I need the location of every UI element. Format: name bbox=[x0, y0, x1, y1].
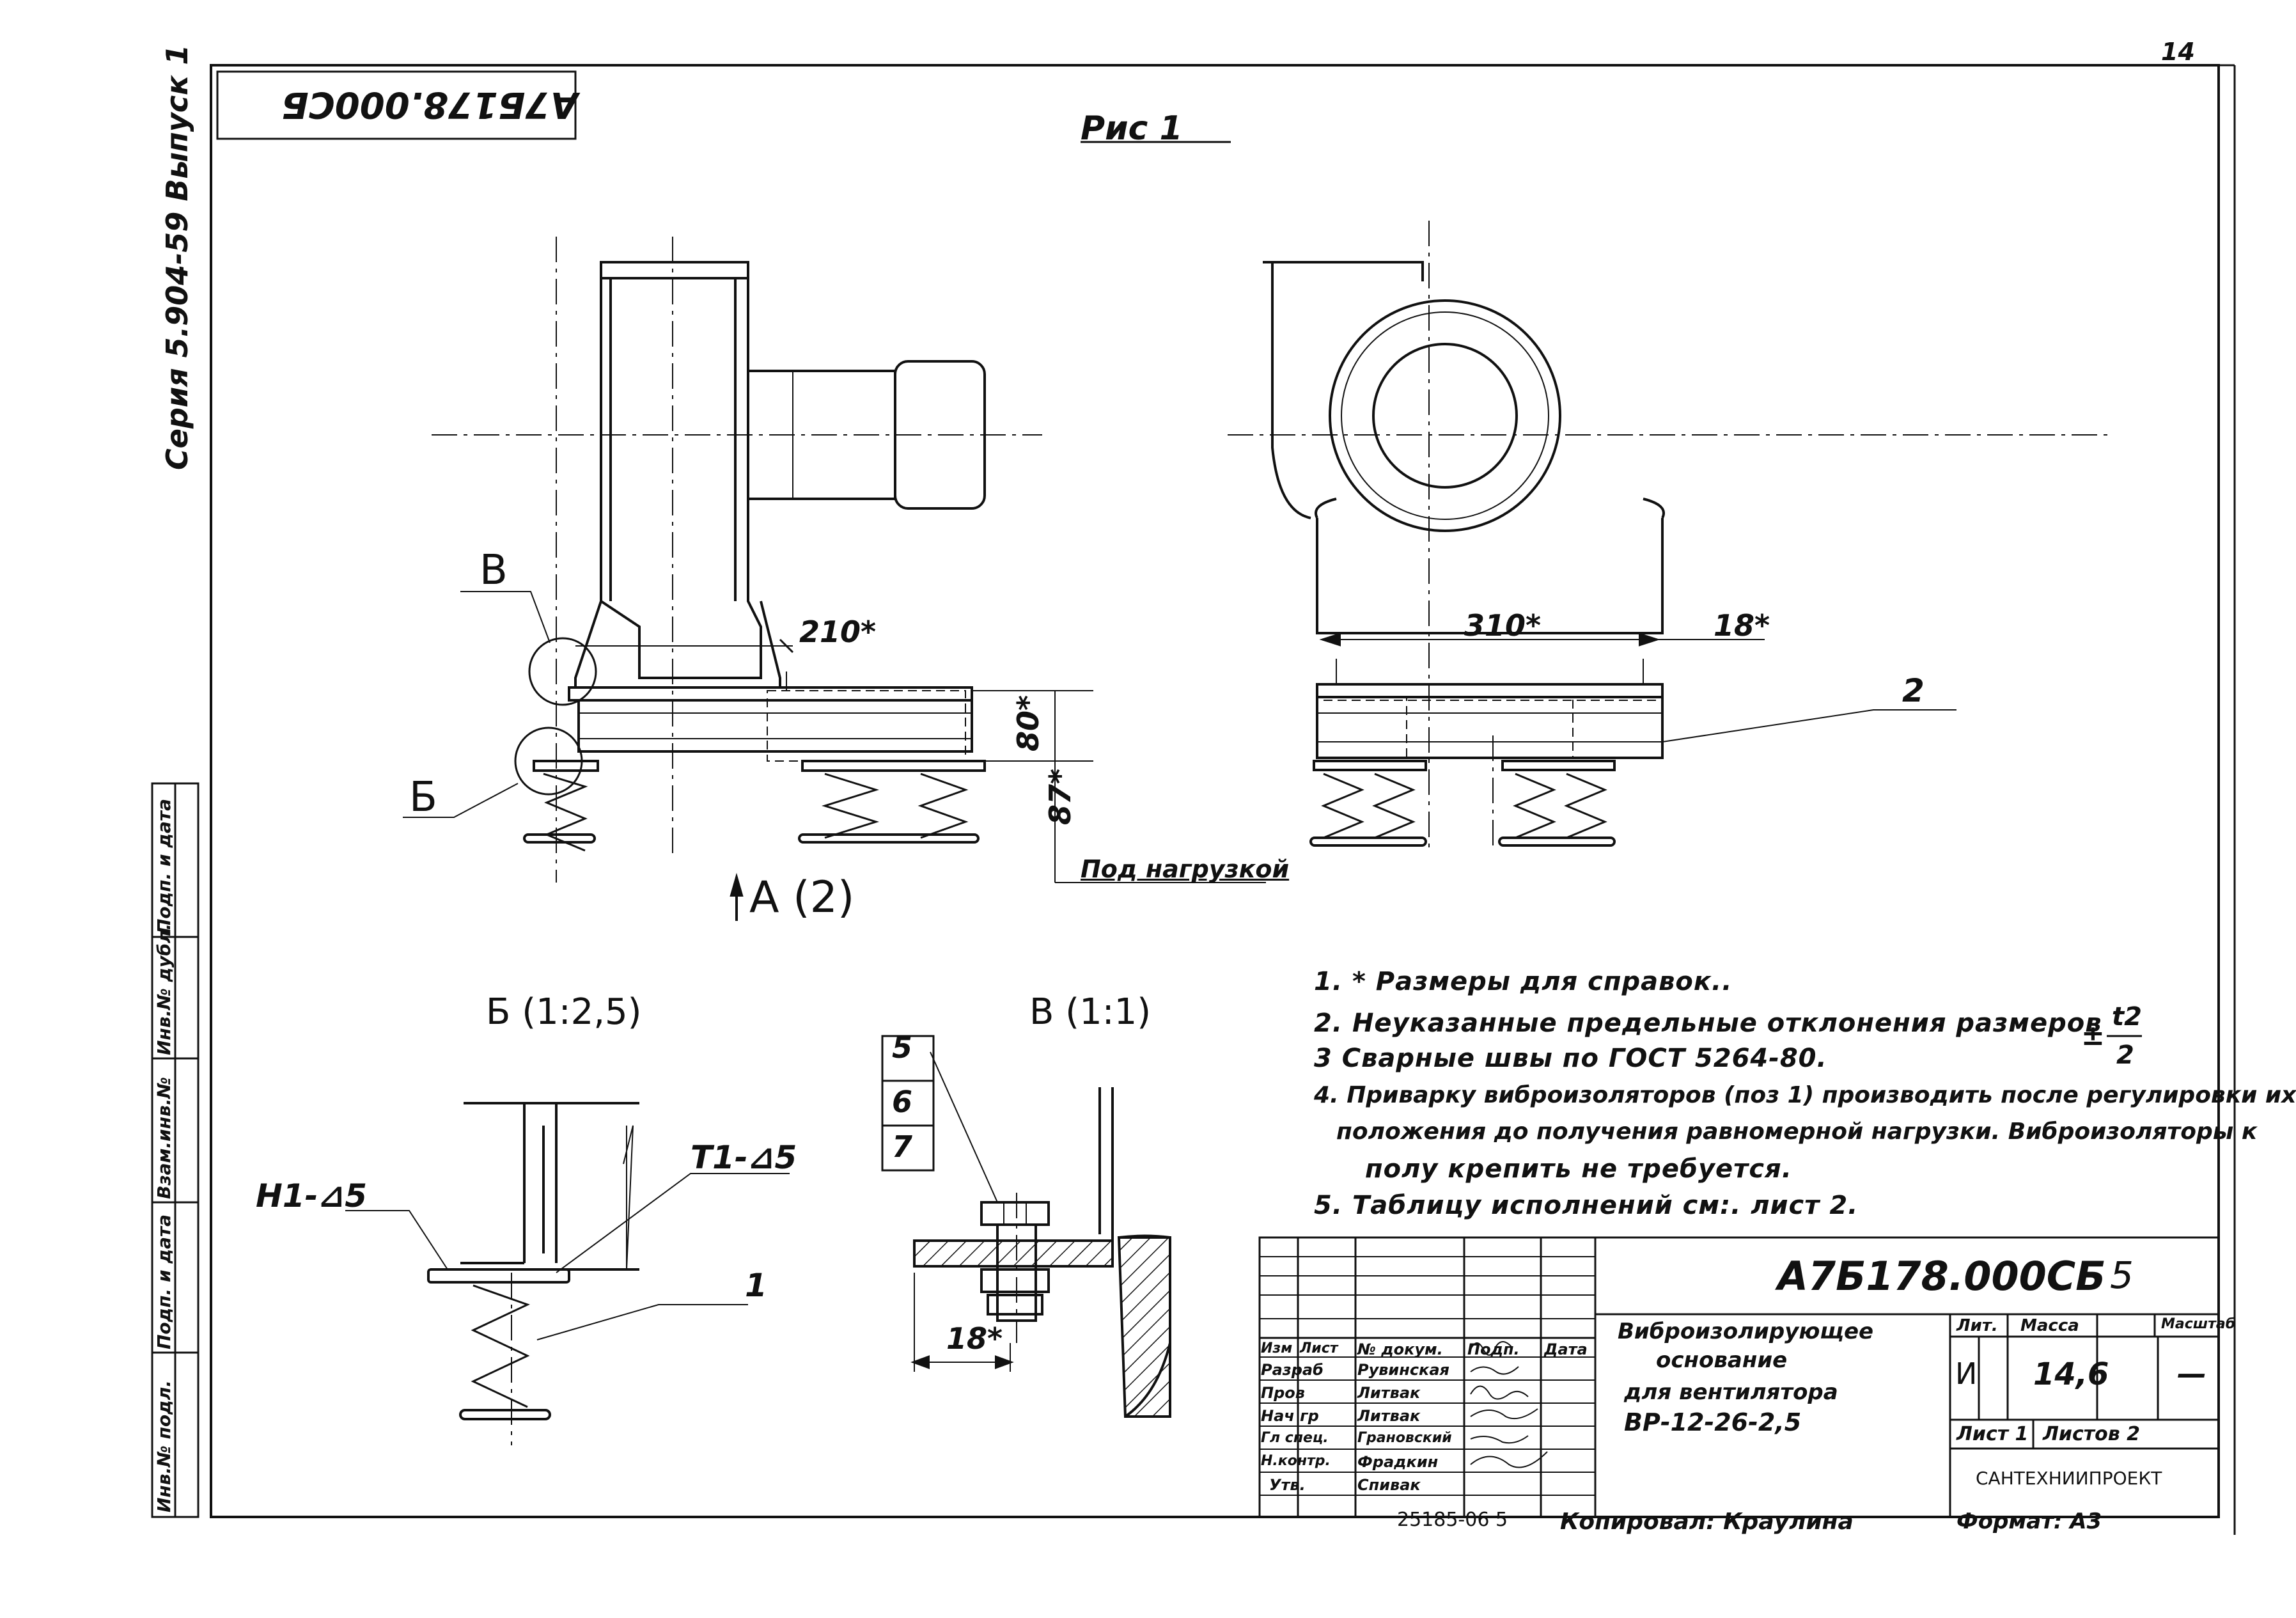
dim-80: 80* bbox=[1011, 695, 1045, 751]
tolerance-denominator: 2 bbox=[2116, 1041, 2134, 1070]
tb-scale-value: — bbox=[2177, 1356, 2206, 1391]
tb-person: Фрадкин bbox=[1357, 1453, 1439, 1471]
series-side-text: Серия 5.904-59 Выпуск 1 bbox=[160, 44, 194, 470]
tb-hdr-mass: Масса bbox=[2020, 1316, 2079, 1335]
title-block bbox=[1258, 1236, 2220, 1518]
tb-col-date: Дата bbox=[1544, 1340, 1588, 1358]
note-line: 1. * Размеры для справок.. bbox=[1314, 967, 1733, 996]
figure-title: Рис 1 bbox=[1081, 109, 1183, 148]
tb-role: Гл спец. bbox=[1261, 1430, 1329, 1446]
tb-person: Рувинская bbox=[1357, 1361, 1449, 1379]
tb-role: Пров bbox=[1261, 1384, 1305, 1402]
dim-18-top: 18* bbox=[1714, 608, 1770, 643]
tb-mass-value: 14,6 bbox=[2033, 1356, 2109, 1392]
note-line: 4. Приварку виброизоляторов (поз 1) прои… bbox=[1314, 1082, 2296, 1108]
stamp-box bbox=[216, 70, 577, 140]
footer-number: 25185-06 5 bbox=[1397, 1509, 1508, 1531]
tb-person: Грановский bbox=[1357, 1430, 1452, 1446]
tb-lit-value: И bbox=[1955, 1356, 1978, 1391]
tb-name-line: Виброизолирующее bbox=[1618, 1319, 1874, 1344]
tb-name-line: для вентилятора bbox=[1624, 1379, 1838, 1405]
note-line: положения до получения равномерной нагру… bbox=[1336, 1119, 2258, 1145]
side-strip-label: Инв.№ подл. bbox=[153, 1380, 175, 1512]
position-7-label: 7 bbox=[892, 1129, 913, 1164]
note-line: 3 Сварные швы по ГОСТ 5264-80. bbox=[1314, 1044, 1827, 1073]
side-view bbox=[403, 237, 1266, 921]
designation-stamp: А7Б178.000СБ bbox=[281, 84, 578, 125]
footer-copied: Копировал: Краулина bbox=[1560, 1509, 1854, 1535]
tb-col-izm: Изм bbox=[1261, 1340, 1293, 1356]
note-line: 2. Неуказанные предельные отклонения раз… bbox=[1314, 1009, 2102, 1038]
footer-format: Формат: А3 bbox=[1956, 1509, 2102, 1534]
tolerance-numerator: t2 bbox=[2112, 1002, 2142, 1032]
position-6-label: 6 bbox=[892, 1085, 913, 1119]
dim-18-detail: 18* bbox=[946, 1321, 1003, 1356]
tb-copy-number: 5 bbox=[2110, 1253, 2134, 1297]
tb-name-line: ВР-12-26-2,5 bbox=[1624, 1408, 1802, 1436]
view-arrow-label: А (2) bbox=[749, 872, 855, 923]
detail-b-title: Б (1:2,5) bbox=[486, 991, 642, 1033]
side-strip-label: Подп. и дата bbox=[153, 798, 175, 934]
drawing-frame bbox=[210, 64, 2220, 1518]
page-number: 14 bbox=[2161, 38, 2195, 66]
side-strip-label: Инв.№ дубл. bbox=[153, 923, 175, 1055]
tb-person: Литвак bbox=[1357, 1384, 1421, 1402]
tb-person: Литвак bbox=[1357, 1407, 1421, 1425]
note-line: 5. Таблицу исполнений см:. лист 2. bbox=[1314, 1191, 1859, 1220]
tb-name-line: основание bbox=[1656, 1347, 1788, 1373]
tb-person: Спивак bbox=[1357, 1476, 1421, 1494]
tb-designation: А7Б178.000СБ bbox=[1777, 1253, 2106, 1300]
tb-col-list: Лист bbox=[1300, 1340, 1338, 1356]
dim-210: 210* bbox=[799, 615, 877, 649]
tb-hdr-lit: Лит. bbox=[1956, 1316, 1998, 1335]
position-5-label: 5 bbox=[892, 1030, 913, 1065]
side-strip-label: Подп. и дата bbox=[153, 1214, 175, 1349]
position-1-label: 1 bbox=[745, 1267, 767, 1304]
tb-hdr-scale: Масштаб bbox=[2161, 1316, 2236, 1332]
callout-v-label: В bbox=[480, 547, 508, 594]
weld-h1-label: Н1-⊿5 bbox=[256, 1177, 368, 1214]
position-2-label: 2 bbox=[1902, 672, 1925, 709]
dim-87: 87* bbox=[1043, 768, 1077, 825]
tb-role: Нач гр bbox=[1261, 1407, 1319, 1425]
side-strip-label: Взам.инв.№ bbox=[153, 1076, 175, 1199]
tb-col-sign: Подп. bbox=[1467, 1340, 1520, 1358]
side-strip bbox=[151, 782, 199, 1518]
tb-role: Разраб bbox=[1261, 1361, 1324, 1379]
tb-col-doc: № докум. bbox=[1357, 1340, 1443, 1358]
callout-b-label: Б bbox=[409, 774, 437, 821]
note-line: полу крепить не требуется. bbox=[1365, 1154, 1792, 1184]
tolerance-sign: ± bbox=[2081, 1019, 2105, 1052]
tb-organization: САНТЕХНИИПРОЕКТ bbox=[1976, 1468, 2162, 1489]
weld-t1-label: Т1-⊿5 bbox=[691, 1139, 797, 1176]
detail-v bbox=[881, 1035, 1171, 1418]
dim-310: 310* bbox=[1464, 608, 1542, 643]
tb-sheet: Лист 1 bbox=[1956, 1423, 2029, 1445]
tb-sheets: Листов 2 bbox=[2043, 1423, 2141, 1445]
front-view bbox=[1228, 221, 2110, 851]
detail-v-title: В (1:1) bbox=[1029, 991, 1152, 1033]
tb-role: Н.контр. bbox=[1261, 1453, 1331, 1469]
tb-role: Утв. bbox=[1269, 1476, 1306, 1494]
under-load-label: Под нагрузкой bbox=[1081, 855, 1290, 883]
detail-b bbox=[345, 1102, 790, 1445]
